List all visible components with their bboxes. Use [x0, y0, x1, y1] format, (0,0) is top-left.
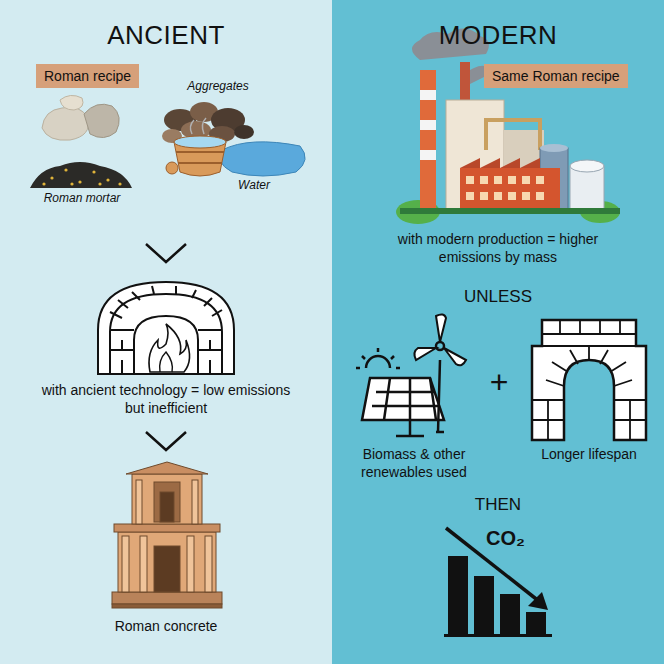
condition-word: UNLESS [448, 286, 548, 307]
step-note: with modern production = higher emission… [370, 231, 626, 266]
renewables-icon [356, 314, 466, 436]
box-label: Same Roman recipe [492, 67, 620, 85]
panel-heading: ANCIENT [0, 0, 332, 51]
panel-band: MODERN Same Roman recipe [332, 0, 664, 664]
kiln [98, 282, 234, 374]
ingredient-label: Water [214, 178, 294, 193]
plus-sign: + [482, 362, 516, 402]
ancient-ground [0, 0, 332, 664]
roman-building [112, 462, 222, 608]
recipe-box: Roman recipe [36, 64, 139, 88]
icon-label: Longer lifespan [520, 446, 658, 464]
mortar-heap [30, 162, 132, 188]
recipe-box: Same Roman recipe [484, 64, 628, 88]
result-label: Roman concrete [76, 618, 256, 636]
ingredient-label: Aggregates [168, 79, 268, 94]
stone-arch [532, 320, 646, 440]
chart-symbol: CO₂ [486, 526, 538, 551]
box-label: Roman recipe [44, 67, 131, 85]
chevron [146, 432, 186, 450]
icon-label: Biomass & other renewables used [344, 446, 484, 481]
factory [396, 28, 620, 224]
modern-ground [332, 0, 664, 664]
chevron [146, 244, 186, 262]
water-tub [166, 118, 305, 176]
step-note: with ancient technology = low emissions … [36, 382, 296, 417]
rocks [42, 95, 119, 140]
panel-heading: MODERN [332, 0, 664, 51]
ingredient-label: Roman mortar [22, 191, 142, 206]
condition-word: THEN [458, 494, 538, 515]
panel-band: ANCIENT Roman recipe [0, 0, 332, 664]
